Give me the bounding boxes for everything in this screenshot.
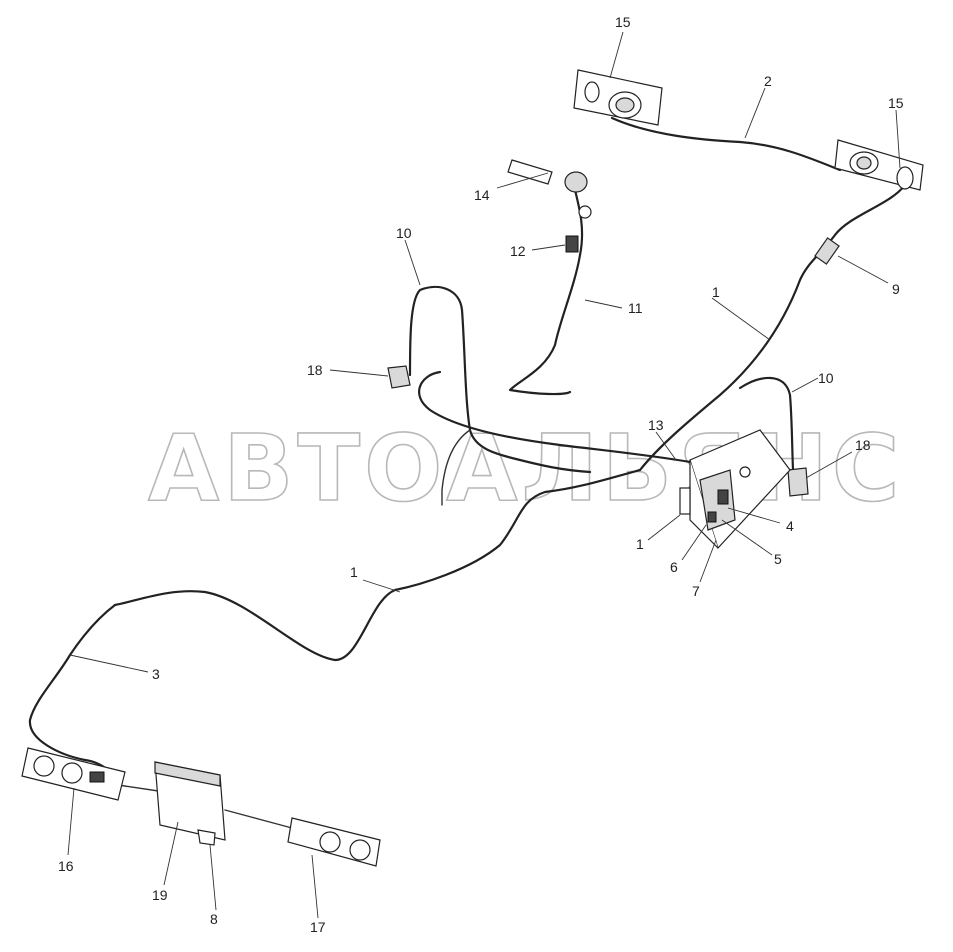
harness-dangling — [441, 429, 471, 506]
callout-18-right: 18 — [855, 437, 871, 453]
callout-15-right: 15 — [888, 95, 904, 111]
bracket-19 — [154, 761, 226, 846]
harness-9 — [638, 183, 907, 472]
panel-17 — [287, 817, 381, 867]
harness-1-main — [113, 468, 642, 662]
wire-harness — [28, 116, 907, 829]
callout-5: 5 — [774, 551, 782, 567]
callout-11: 11 — [628, 300, 643, 316]
control-box — [679, 429, 791, 550]
connector-12 — [565, 235, 579, 253]
leader-lines — [67, 31, 901, 919]
callout-4: 4 — [786, 518, 794, 534]
connector-18-right — [787, 467, 809, 497]
callout-15-left: 15 — [615, 14, 631, 30]
callout-19: 19 — [152, 887, 168, 903]
callout-9: 9 — [892, 281, 900, 297]
switch-14 — [507, 159, 592, 219]
harness-10-left — [408, 285, 592, 474]
callout-8: 8 — [210, 911, 218, 927]
callout-16: 16 — [58, 858, 74, 874]
callout-12: 12 — [510, 243, 526, 259]
callout-10-right: 10 — [818, 370, 834, 386]
panel-16 — [21, 747, 126, 801]
harness-loop — [418, 370, 692, 464]
callout-6: 6 — [670, 559, 678, 575]
connector-18-left — [387, 365, 411, 389]
connector-9 — [814, 237, 840, 265]
harness-2 — [610, 116, 842, 172]
harness-3 — [28, 603, 120, 782]
callout-17: 17 — [310, 919, 326, 935]
callout-2: 2 — [764, 73, 772, 89]
callout-13: 13 — [648, 417, 664, 433]
callout-1-lower: 1 — [350, 564, 358, 580]
callout-14: 14 — [474, 187, 490, 203]
callout-10-left: 10 — [396, 225, 412, 241]
callout-1-box: 1 — [636, 536, 644, 552]
callout-7: 7 — [692, 583, 700, 599]
callout-3: 3 — [152, 666, 160, 682]
harness-11 — [508, 188, 584, 396]
callout-18-left: 18 — [307, 362, 323, 378]
panel-15-right — [834, 139, 924, 191]
harness-10-right — [738, 376, 795, 472]
callout-labels: 15 2 15 14 12 10 11 1 9 18 10 13 18 1 4 … — [58, 14, 904, 935]
callout-1-top: 1 — [712, 284, 720, 300]
panel-15-left — [573, 69, 663, 126]
